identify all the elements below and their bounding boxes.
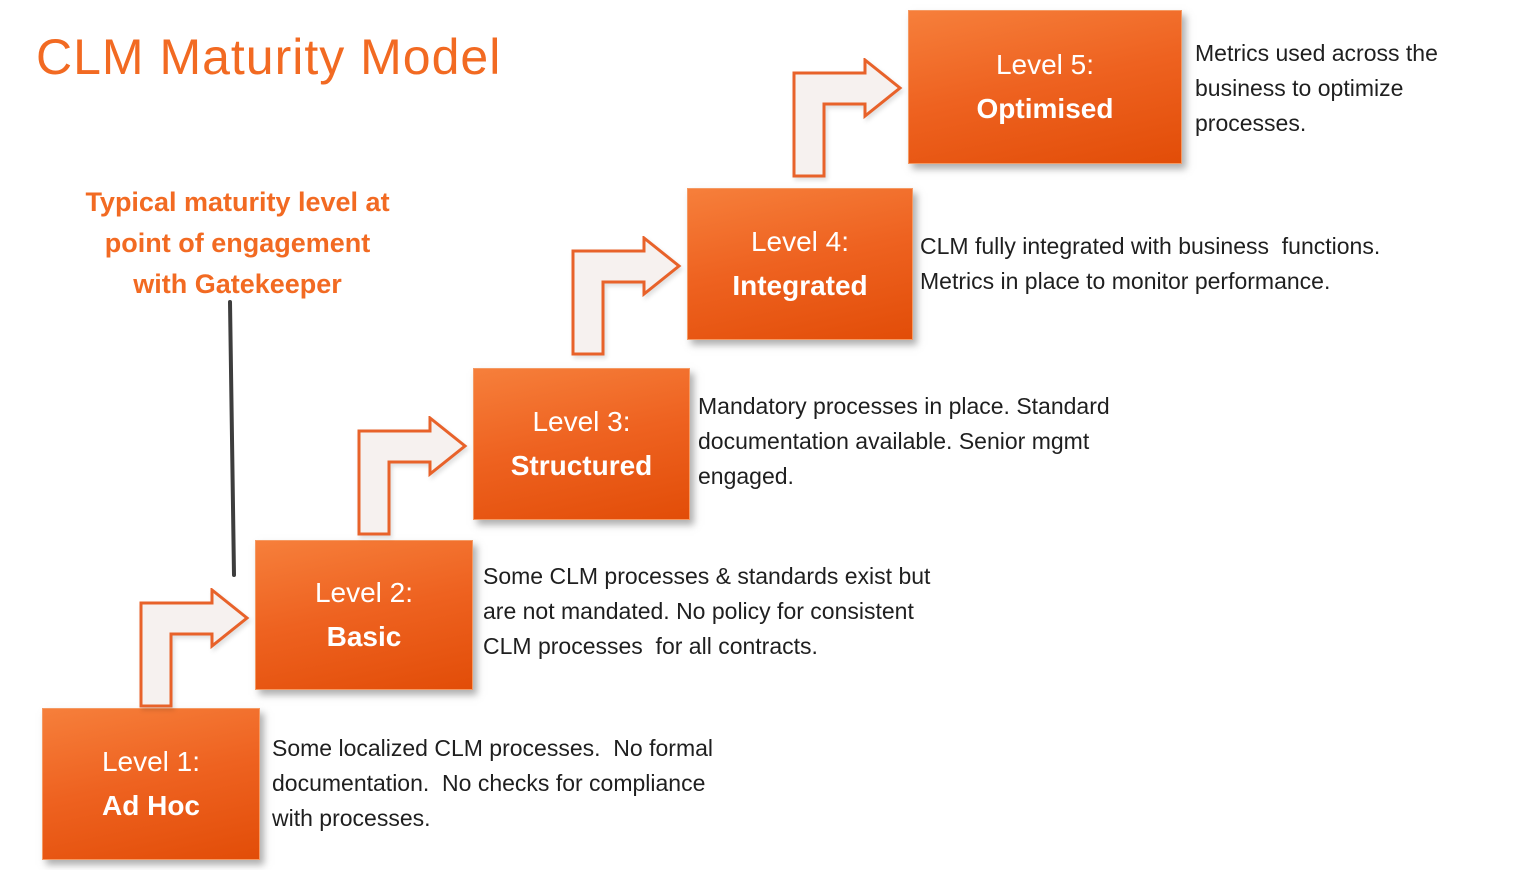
level-1-name: Ad Hoc	[102, 790, 200, 821]
bent-arrow-icon	[792, 58, 903, 178]
pointer-line	[228, 300, 236, 577]
level-5-label: Level 5:	[995, 49, 1095, 80]
level-5-description: Metrics used across the business to opti…	[1195, 40, 1438, 136]
annotation-note: Typical maturity level at point of engag…	[85, 187, 390, 299]
level-1-description: Some localized CLM processes. No formal …	[272, 735, 713, 831]
bent-arrow-icon	[139, 588, 250, 708]
page-title: CLM Maturity Model	[36, 29, 502, 85]
level-3-name: Structured	[510, 450, 653, 481]
level-4-name: Integrated	[732, 270, 868, 301]
level-3-box: Level 3: Structured	[473, 368, 690, 520]
level-5-box: Level 5: Optimised	[908, 10, 1182, 164]
level-2-description: Some CLM processes & standards exist but…	[483, 563, 931, 659]
level-2-box: Level 2: Basic	[255, 540, 473, 690]
level-2-label: Level 2:	[314, 577, 414, 608]
level-1-box: Level 1: Ad Hoc	[42, 708, 260, 860]
level-4-label: Level 4:	[750, 226, 850, 257]
level-4-box: Level 4: Integrated	[687, 188, 913, 340]
bent-arrow-icon	[571, 236, 682, 356]
bent-arrow-icon	[357, 416, 468, 536]
level-1-label: Level 1:	[101, 746, 201, 777]
level-3-label: Level 3:	[532, 406, 631, 437]
level-5-name: Optimised	[976, 93, 1114, 124]
level-2-name: Basic	[326, 621, 402, 652]
level-4-description: CLM fully integrated with business funct…	[920, 233, 1381, 294]
level-3-description: Mandatory processes in place. Standard d…	[698, 393, 1110, 489]
